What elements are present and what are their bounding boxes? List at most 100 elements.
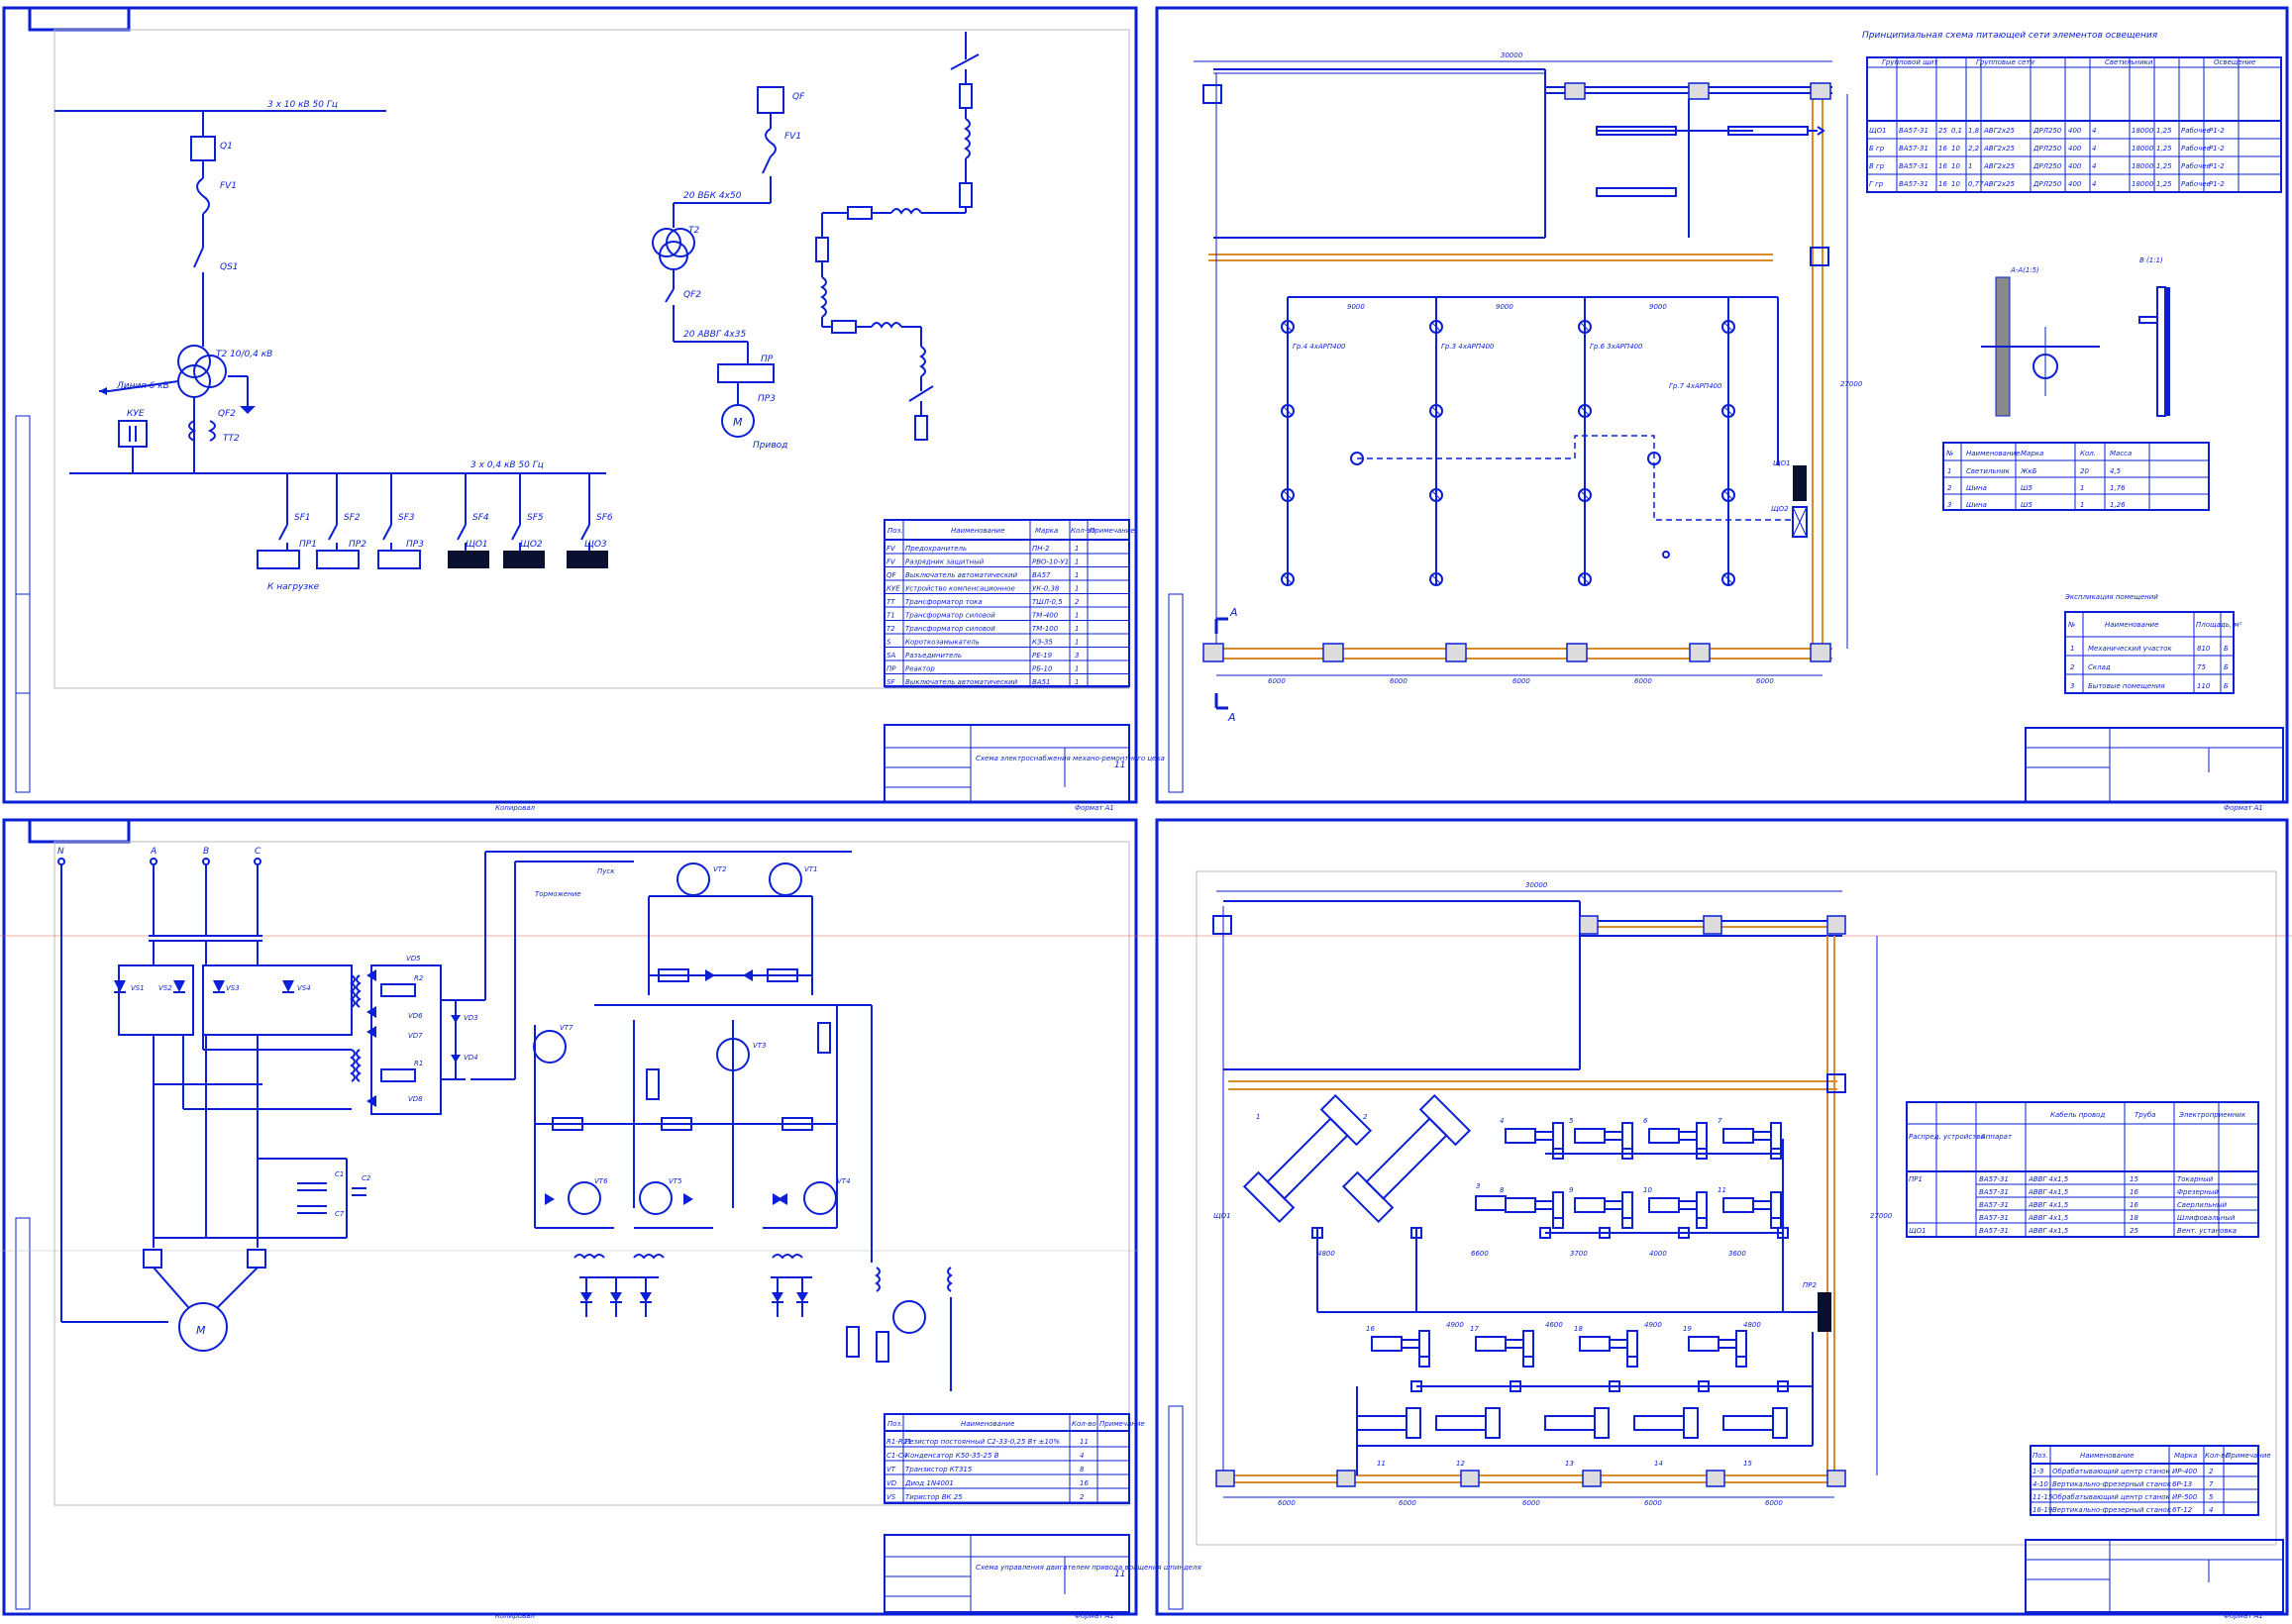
machine-14 <box>1633 1415 1685 1431</box>
s3-row-r3-c0: VD <box>886 1479 897 1487</box>
s2-row-r2-c11: 18000 <box>2132 162 2154 170</box>
s3-row-r3-c1: Диод 1N4001 <box>904 1479 954 1487</box>
lamp-0-0 <box>1281 320 1295 334</box>
s1-th-qty: Кол-во <box>1071 527 1095 535</box>
s2-legend-r2-c3: Б <box>2224 682 2229 690</box>
load-sho1: ЩО1 <box>466 540 488 550</box>
load-sho2: ЩО2 <box>520 540 543 550</box>
s2-panel-sho2 <box>1792 506 1808 538</box>
s2-row-r2-c9: 400 <box>2068 162 2082 170</box>
machine-label-17: 17 <box>1470 1325 1479 1333</box>
s1-row-r2-c3: 1 <box>1075 571 1079 579</box>
s1-row-r9-c2: РБ-10 <box>1032 665 1053 673</box>
s2-row-r0-c5: АВГ2х25 <box>1983 127 2016 135</box>
vt5-label: VT5 <box>669 1177 682 1185</box>
s2-row-r3-c3: 10 <box>1951 180 1960 188</box>
s2-row-r3-c13: Рабочее <box>2181 180 2211 188</box>
s2-row-r2-c3: 10 <box>1951 162 1960 170</box>
lamp-3-3 <box>1721 572 1735 586</box>
s4-row-r3-c1: ВА57-31 <box>1979 1214 2009 1222</box>
s2-row-r1-c0: Б гр <box>1869 145 1885 152</box>
s4-row-r1-c3: 16 <box>2130 1188 2138 1196</box>
s4-row-r0-c2: АВВГ 4x1,5 <box>2028 1175 2069 1183</box>
sheet-motor-control-scheme: N A B C VS1 VS2 VS3 VS4 <box>0 818 2292 1620</box>
s1-row-r3-c1: Устройство компенсационное <box>905 585 1015 593</box>
s4-spec-r2-c2: ИР-500 <box>2172 1493 2198 1501</box>
s2-lamp-grid <box>1281 297 1735 586</box>
starter-box <box>717 363 775 383</box>
s4-spec-table <box>2030 1445 2259 1516</box>
feeder-sf2: SF2 <box>344 513 361 523</box>
c7-label: C7 <box>335 1210 345 1218</box>
s1-row-r8-c3: 3 <box>1075 652 1079 660</box>
sheet3-binding-strip <box>15 1217 31 1610</box>
s2-dim-bottom-1: 6000 <box>1268 677 1286 685</box>
s2-row-r2-c13: Рабочее <box>2181 162 2211 170</box>
s2-row-r1-c3: 10 <box>1951 145 1960 152</box>
s3-row-r0-c1: Резистор постоянный С2-33-0,25 Вт ±10% <box>905 1438 1060 1446</box>
load-pr3: ПР3 <box>406 540 424 550</box>
s4-spec-r1-c1: Вертикально-фрезерный станок <box>2052 1480 2172 1488</box>
vd7-label: VD7 <box>408 1032 423 1040</box>
s1-row-r0-c2: ПН-2 <box>1032 545 1050 553</box>
machine-4 <box>1505 1128 1536 1144</box>
pr3-label: ПР3 <box>758 394 776 404</box>
machine-17 <box>1475 1336 1507 1352</box>
s2-th-1: Групповой щит <box>1882 58 1938 66</box>
s4-spec-r1-c2: 6Р-13 <box>2172 1480 2192 1488</box>
s4-dim-right: 27000 <box>1870 1212 1893 1220</box>
s2-legend-table <box>2064 611 2235 694</box>
cable2-label: 20 АВВГ 4x35 <box>683 330 746 340</box>
s2-dim-col-3: 9000 <box>1649 303 1667 311</box>
s4-row-r0-c4: Токарный <box>2177 1175 2214 1183</box>
s4-spec-r3-c3: 4 <box>2209 1506 2213 1514</box>
c1-label: C1 <box>335 1170 344 1178</box>
lamp-1-2 <box>1429 488 1443 502</box>
machine-11 <box>1356 1415 1407 1431</box>
machine-9 <box>1574 1197 1606 1213</box>
s4-sh-5: Примечание <box>2226 1452 2271 1460</box>
s1-row-r6-c2: ТМ-100 <box>1032 625 1059 633</box>
s4-dim-mid-1: 4800 <box>1317 1250 1335 1258</box>
c2-label: C2 <box>362 1174 371 1182</box>
sheet3-drawing-area <box>53 841 1130 1506</box>
vt2-label: VT2 <box>713 865 727 873</box>
qf2b-label: QF2 <box>683 290 701 300</box>
sheet4-footer-right: Формат А1 <box>2224 1612 2263 1620</box>
s2-dim-bottom-3: 6000 <box>1512 677 1530 685</box>
s2-row-r0-c13: Рабочее <box>2181 127 2211 135</box>
machine-6 <box>1648 1128 1680 1144</box>
s4-row-r4-c4: Вент. установка <box>2177 1227 2237 1235</box>
vd6-label: VD6 <box>408 1012 423 1020</box>
vt1-label: VT1 <box>804 865 818 873</box>
s2-dim-top: 30000 <box>1501 51 1523 59</box>
s2-spec-r2-c1: Шина <box>1966 501 1987 509</box>
s3-motor-symbol <box>178 1302 228 1352</box>
s2-row-r3-c12: 1,25 <box>2156 180 2172 188</box>
feeder-group <box>257 473 608 569</box>
s2-row-r3-c14: Р1-2 <box>2209 180 2225 188</box>
lamp-extra-3 <box>1662 551 1670 558</box>
s2-spec-r0-c3: 20 <box>2080 467 2089 475</box>
s2-legend-title: Экспликация помещений <box>2064 593 2158 601</box>
s1-row-r10-c3: 1 <box>1075 678 1079 686</box>
lamp-1-0 <box>1429 320 1443 334</box>
s4-spec-r3-c2: 6Т-12 <box>2172 1506 2193 1514</box>
feeder-sf4: SF4 <box>472 513 489 523</box>
s4-spec-r0-c1: Обрабатывающий центр станок <box>2052 1468 2170 1475</box>
s3-row-r0-c2: 11 <box>1080 1438 1089 1446</box>
phase-c: C <box>255 847 261 857</box>
s4-row-r3-c3: 18 <box>2130 1214 2138 1222</box>
s2-row-r0-c3: 0,1 <box>1951 127 1962 135</box>
s2-spec-r1-c1: Шина <box>1966 484 1987 492</box>
to-load-label: К нагрузке <box>267 582 320 592</box>
lamp-2-2 <box>1578 488 1592 502</box>
load-box-pr3 <box>377 550 421 569</box>
s1-row-r0-c3: 1 <box>1075 545 1079 553</box>
s1-row-r10-c1: Выключатель автоматический <box>905 678 1018 686</box>
diode-stack-0 <box>580 1292 592 1302</box>
thyristor-block-1 <box>118 964 194 1036</box>
s2-row-r2-c4: 1 <box>1968 162 1972 170</box>
s2-row-r1-c4: 2,2 <box>1968 145 1980 152</box>
s2-spec-r1-c0: 2 <box>1947 484 1952 492</box>
